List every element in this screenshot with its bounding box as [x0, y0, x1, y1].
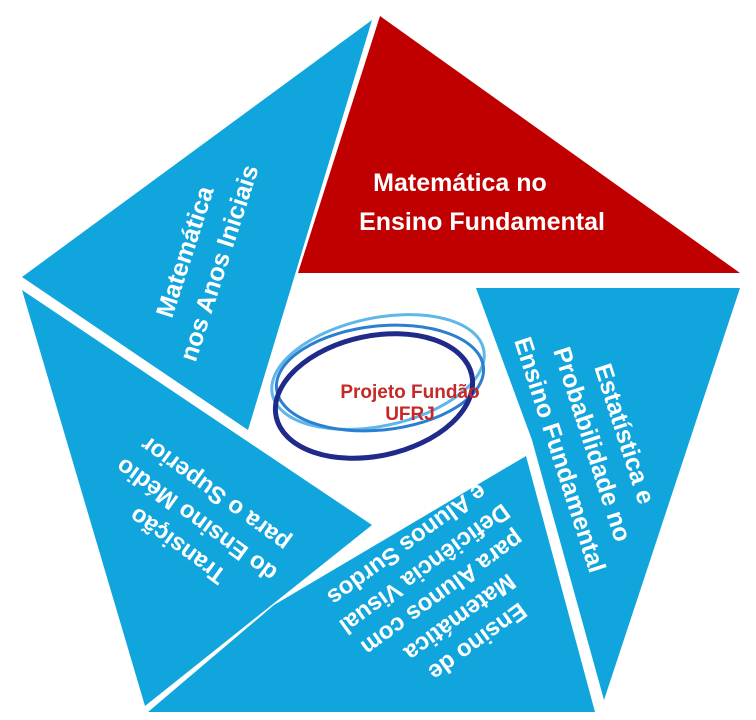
segment-top-line-1: Matemática no [373, 169, 547, 197]
logo-ring-dark [272, 331, 476, 461]
logo-ring-mid [274, 323, 486, 433]
segment-left-shape [22, 20, 372, 430]
center-logo: Projeto Fundão UFRJ [270, 313, 486, 461]
segment-right-shape [476, 288, 740, 700]
logo-line-1: Projeto Fundão [340, 382, 479, 403]
segment-top-line-2: Ensino Fundamental [359, 208, 605, 236]
segment-top-label: Matemática no Ensino Fundamental [359, 169, 605, 236]
logo-line-2: UFRJ [385, 404, 435, 425]
logo-ring-outer-light [270, 313, 486, 431]
segment-bottom-left-shape [22, 290, 372, 706]
segment-top-shape [298, 16, 740, 273]
segment-bottom-right-shape [148, 456, 595, 712]
